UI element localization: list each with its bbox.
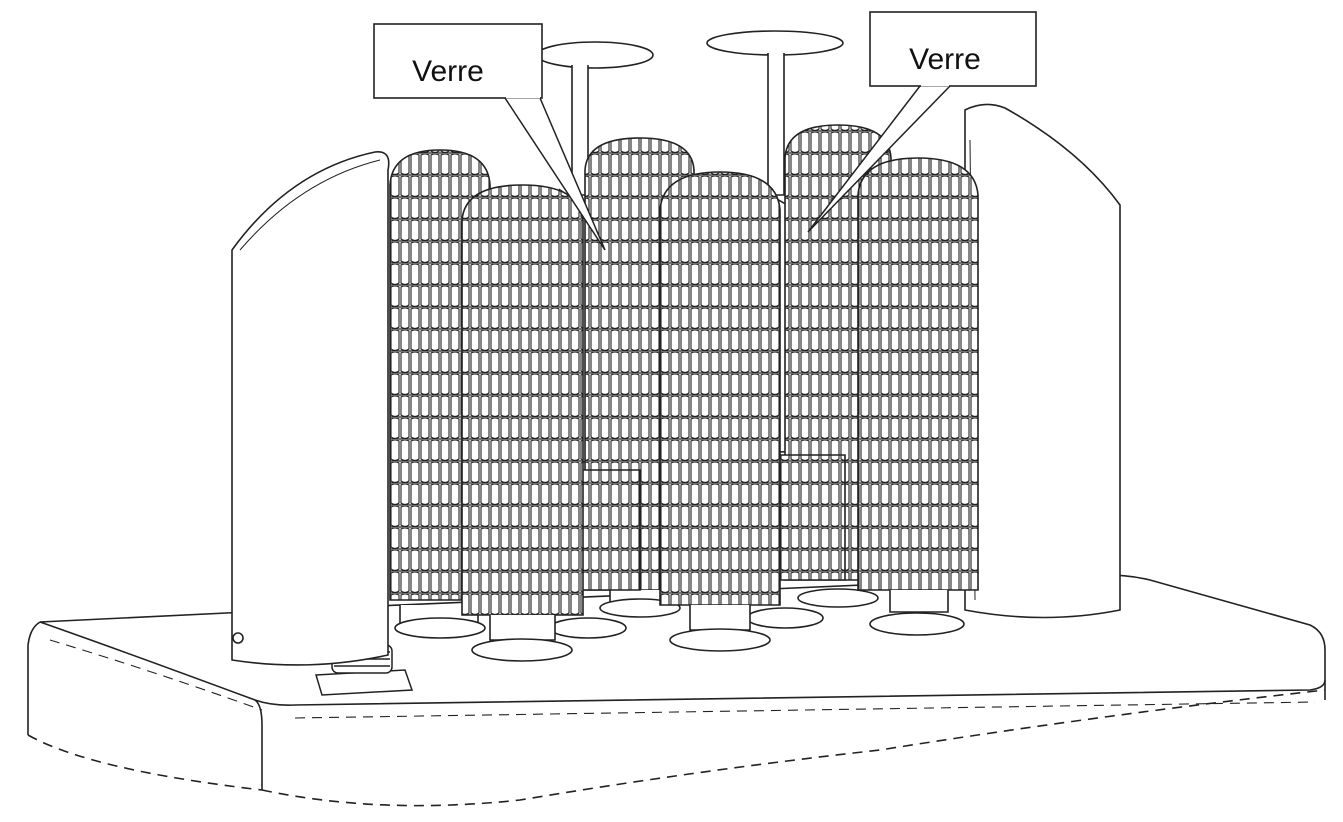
callout-glass-left: Verre	[373, 23, 606, 251]
cylindrical-brush-icon	[746, 454, 846, 629]
callout-label: Verre	[412, 55, 484, 88]
callout-glass-right: Verre	[807, 11, 1037, 233]
callout-label: Verre	[909, 43, 981, 76]
cylinder-guard-icon	[231, 151, 390, 666]
cylindrical-brush-icon	[857, 157, 979, 636]
cylinder-guard-icon	[964, 103, 1121, 619]
cylindrical-brush-icon	[461, 184, 584, 662]
cylindrical-brush-icon	[659, 171, 781, 652]
